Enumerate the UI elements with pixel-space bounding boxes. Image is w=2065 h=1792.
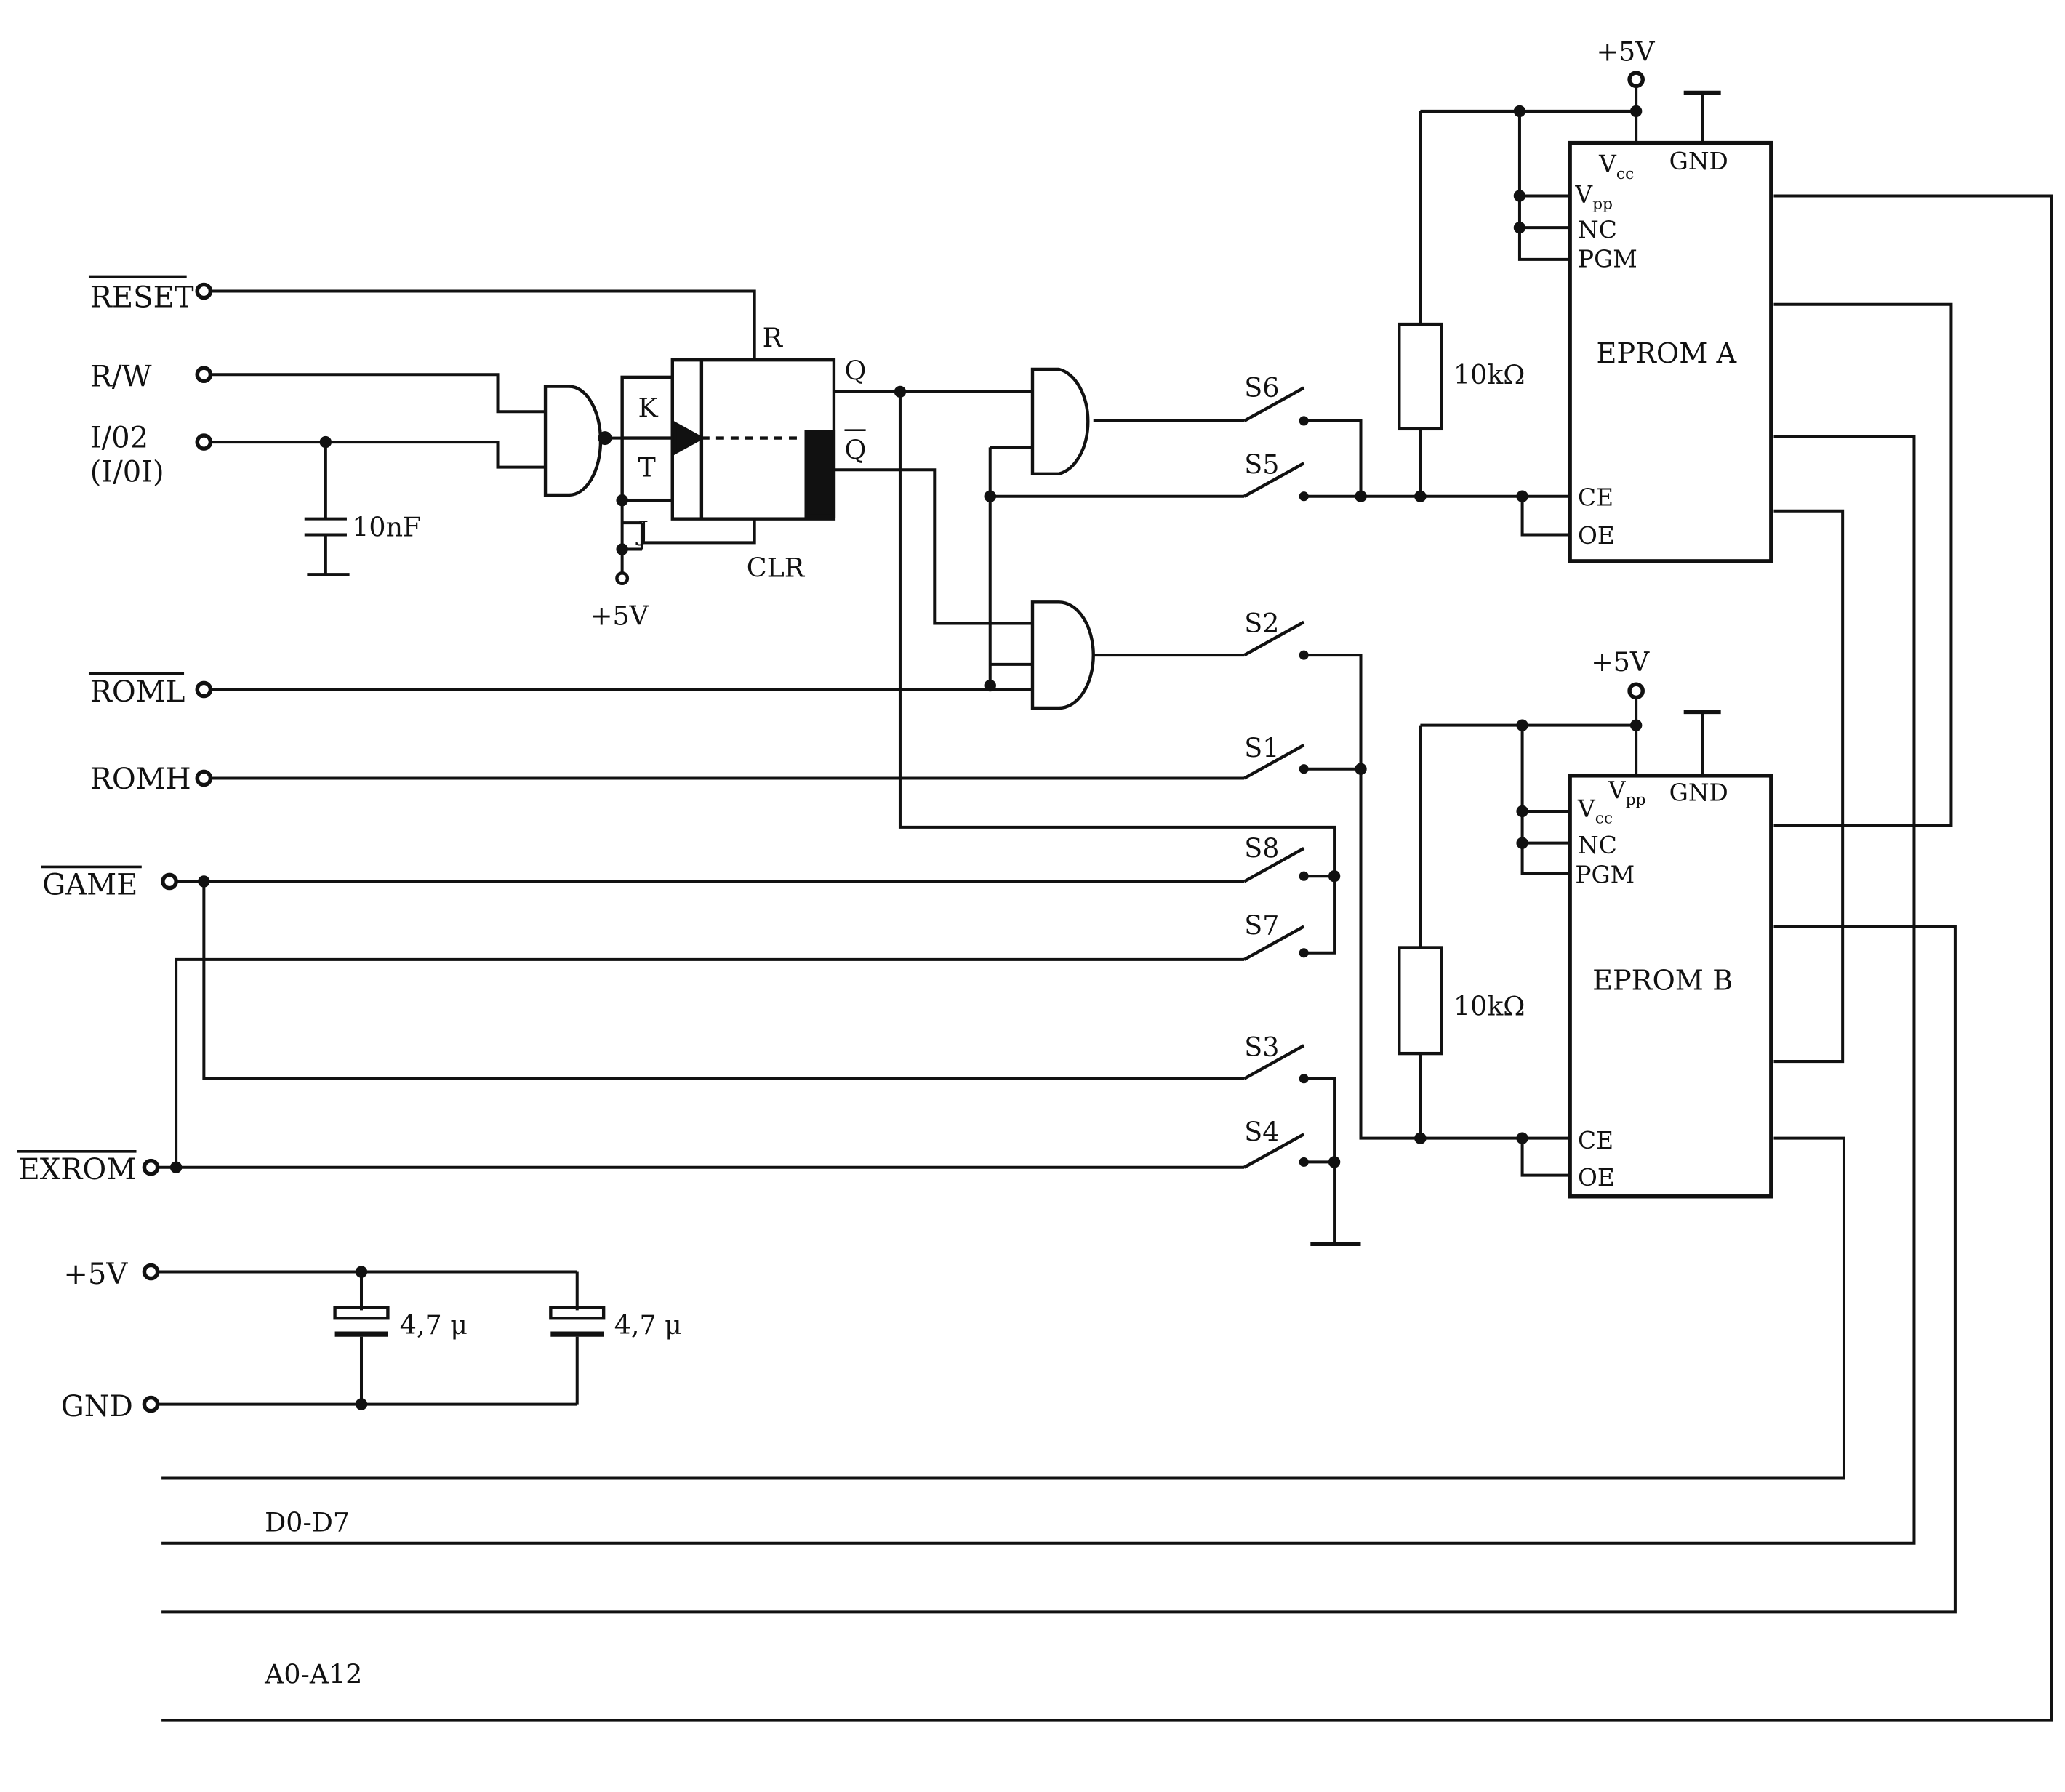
switch-s7: S7 [1244, 909, 1279, 941]
eprom-b-vcc-sub: cc [1595, 809, 1613, 827]
eprom-b-pgm: PGM [1575, 861, 1635, 888]
ff-qbar: Q [844, 435, 866, 466]
data-bus-label: D0-D7 [265, 1506, 350, 1538]
game-label: GAME [42, 869, 137, 902]
eprom-a-oe: OE [1578, 522, 1615, 550]
eprom-a-vcc-sub: cc [1616, 165, 1634, 183]
ff-k: K [638, 392, 658, 423]
eprom-b-gnd: GND [1669, 779, 1728, 806]
eprom-b-supply-terminal [1627, 682, 1645, 700]
eprom-a-vpp: V [1574, 181, 1593, 209]
supply-capacitors [333, 1306, 606, 1337]
romh-label: ROMH [90, 763, 191, 796]
eprom-b-vcc: V [1577, 795, 1596, 822]
supply-label: +5V [63, 1258, 128, 1291]
and-gates [1030, 367, 1095, 710]
res-a-label: 10kΩ [1453, 359, 1525, 390]
roml-terminal [195, 680, 213, 699]
switch-s8: S8 [1244, 833, 1279, 864]
eprom-b-oe: OE [1578, 1164, 1615, 1192]
eprom-a-pgm: PGM [1578, 246, 1637, 273]
roml-label: ROML [90, 675, 185, 709]
exrom-terminal [142, 1158, 160, 1176]
cap2-label: 4,7 μ [614, 1309, 682, 1341]
eprom-a [1568, 71, 1773, 563]
eprom-a-nc: NC [1578, 217, 1617, 244]
ff-supply-label: +5V [590, 600, 649, 631]
supply-terminal [142, 1263, 160, 1281]
eprom-a-gnd: GND [1669, 148, 1728, 175]
ff-t: T [638, 451, 655, 483]
eprom-a-supply: +5V [1597, 36, 1656, 68]
rw-label: R/W [90, 361, 153, 394]
ff-q: Q [844, 355, 866, 387]
io2-terminal [195, 433, 213, 451]
io2-label: I/02 [90, 421, 148, 454]
ff-r: R [763, 322, 784, 353]
switch-s4: S4 [1244, 1116, 1279, 1147]
switch-s1: S1 [1244, 732, 1279, 763]
wires [157, 87, 2053, 1722]
romh-terminal [195, 769, 213, 787]
game-terminal [161, 872, 178, 891]
gnd-terminal [142, 1395, 160, 1413]
switch-s2: S2 [1244, 608, 1279, 639]
eprom-a-vpp-sub: pp [1592, 196, 1613, 214]
ff-clr: CLR [747, 553, 806, 584]
eprom-b-name: EPROM B [1592, 965, 1733, 997]
eprom-b-vpp-sub: pp [1626, 791, 1646, 809]
junction-dots [169, 105, 1643, 1410]
reset-label: RESET [90, 281, 194, 314]
eprom-b [1568, 682, 1773, 1199]
ff-supply-terminal [615, 571, 630, 586]
eprom-b-supply: +5V [1591, 646, 1650, 678]
flip-flop [620, 358, 836, 521]
eprom-a-ce: CE [1578, 483, 1613, 511]
rw-terminal [195, 366, 213, 384]
eprom-b-ce: CE [1578, 1127, 1613, 1154]
switch-s5: S5 [1244, 449, 1279, 481]
eprom-b-nc: NC [1578, 832, 1617, 859]
switch-s6: S6 [1244, 372, 1279, 403]
cap1-label: 4,7 μ [400, 1309, 468, 1341]
switch-s3: S3 [1244, 1032, 1279, 1063]
reset-terminal [195, 282, 213, 300]
io1-label: (I/0I) [90, 456, 164, 489]
switches [1243, 386, 1309, 1169]
nand-gate [543, 385, 612, 497]
eprom-b-vpp: V [1608, 776, 1627, 804]
gnd-label: GND [61, 1390, 133, 1423]
res-b-label: 10kΩ [1453, 990, 1525, 1021]
ff-j: J [635, 515, 649, 547]
resistors [1398, 322, 1443, 1056]
eprom-a-name: EPROM A [1597, 338, 1737, 370]
address-bus-label: A0-A12 [264, 1659, 362, 1690]
input-terminals: RESET R/W I/02 (I/0I) ROML ROMH GAME EXR… [17, 275, 213, 1423]
eprom-a-supply-terminal [1627, 71, 1645, 89]
exrom-label: EXROM [18, 1153, 136, 1186]
eprom-a-vcc: V [1598, 150, 1617, 178]
cap-io-label: 10nF [352, 511, 421, 542]
